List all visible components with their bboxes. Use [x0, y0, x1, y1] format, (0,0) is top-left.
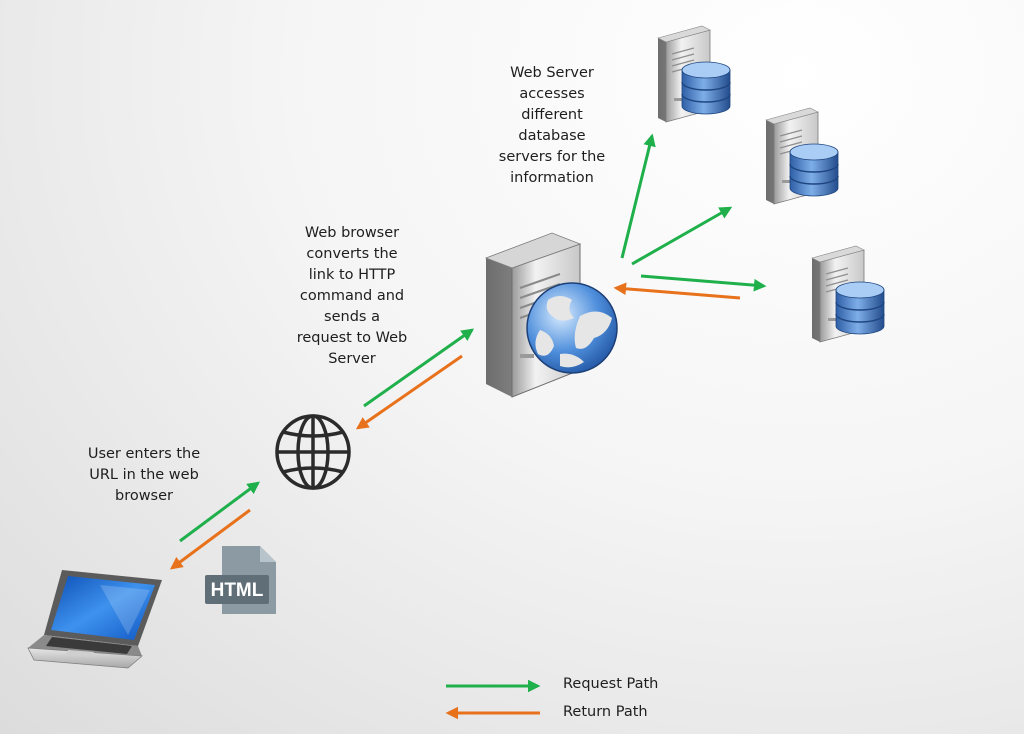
web-server-icon [484, 232, 618, 398]
laptop-icon [27, 570, 162, 669]
database-server-icon-middle [765, 107, 839, 205]
request-arrow-to-db-bottom [640, 274, 767, 292]
return-arrow-server-to-browser [355, 354, 463, 430]
request-arrow-to-db-middle [631, 206, 733, 266]
request-arrow-laptop-to-browser [179, 481, 261, 543]
database-server-icon-top [657, 25, 731, 123]
return-arrow-browser-to-laptop [169, 508, 251, 570]
legend-request-label: Request Path [563, 676, 659, 692]
step-label-browser: Web browser converts the link to HTTP co… [296, 225, 408, 367]
step-label-server: Web Server accesses different database s… [498, 65, 606, 186]
database-server-icon-bottom [811, 245, 885, 343]
return-arrow-db-to-server [613, 282, 741, 300]
request-arrow-to-db-top [620, 133, 656, 259]
html-file-label: HTML [211, 580, 264, 601]
step-label-user: User enters the URL in the web browser [87, 446, 201, 504]
request-arrow-browser-to-server [363, 328, 475, 408]
html-file-icon [205, 546, 276, 614]
legend-return-label: Return Path [563, 704, 648, 720]
globe-icon [275, 414, 351, 490]
